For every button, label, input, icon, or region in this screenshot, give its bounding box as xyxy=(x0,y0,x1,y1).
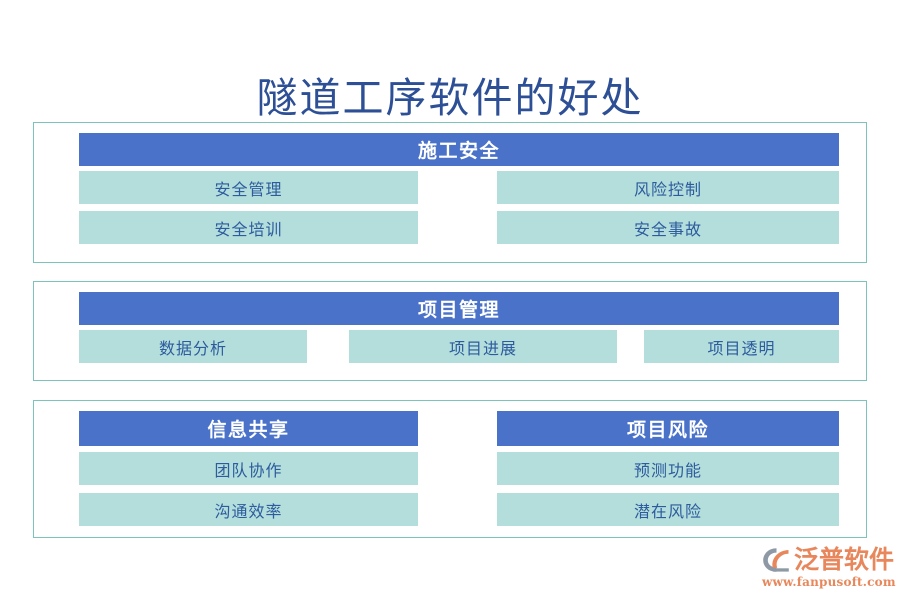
panel-header-project-management: 项目管理 xyxy=(79,292,839,325)
item-chip[interactable]: 潜在风险 xyxy=(497,493,839,526)
logo-website-url: www.fanpusoft.com xyxy=(762,575,896,589)
panel-header-info-sharing: 信息共享 xyxy=(79,411,418,446)
item-chip[interactable]: 风险控制 xyxy=(497,171,839,204)
item-chip[interactable]: 项目进展 xyxy=(349,330,617,363)
item-chip[interactable]: 安全管理 xyxy=(79,171,418,204)
panel-construction-safety: 施工安全 安全管理 风险控制 安全培训 安全事故 xyxy=(33,122,867,263)
item-chip[interactable]: 预测功能 xyxy=(497,452,839,485)
item-chip[interactable]: 安全培训 xyxy=(79,211,418,244)
panel-header-project-risk: 项目风险 xyxy=(497,411,839,446)
panel-info-sharing-and-project-risk: 信息共享 项目风险 团队协作 预测功能 沟通效率 潜在风险 xyxy=(33,400,867,538)
item-chip[interactable]: 团队协作 xyxy=(79,452,418,485)
logo-row: 泛普软件 xyxy=(762,545,895,574)
panel-header-construction-safety: 施工安全 xyxy=(79,133,839,166)
item-chip[interactable]: 沟通效率 xyxy=(79,493,418,526)
item-chip[interactable]: 项目透明 xyxy=(644,330,839,363)
item-chip[interactable]: 数据分析 xyxy=(79,330,307,363)
brand-logo: 泛普软件 www.fanpusoft.com xyxy=(762,545,896,592)
fanpu-swoosh-icon xyxy=(762,547,792,573)
item-chip[interactable]: 安全事故 xyxy=(497,211,839,244)
logo-wordmark: 泛普软件 xyxy=(794,545,895,574)
page-title: 隧道工序软件的好处 xyxy=(256,74,644,122)
panel-project-management: 项目管理 数据分析 项目进展 项目透明 xyxy=(33,281,867,381)
